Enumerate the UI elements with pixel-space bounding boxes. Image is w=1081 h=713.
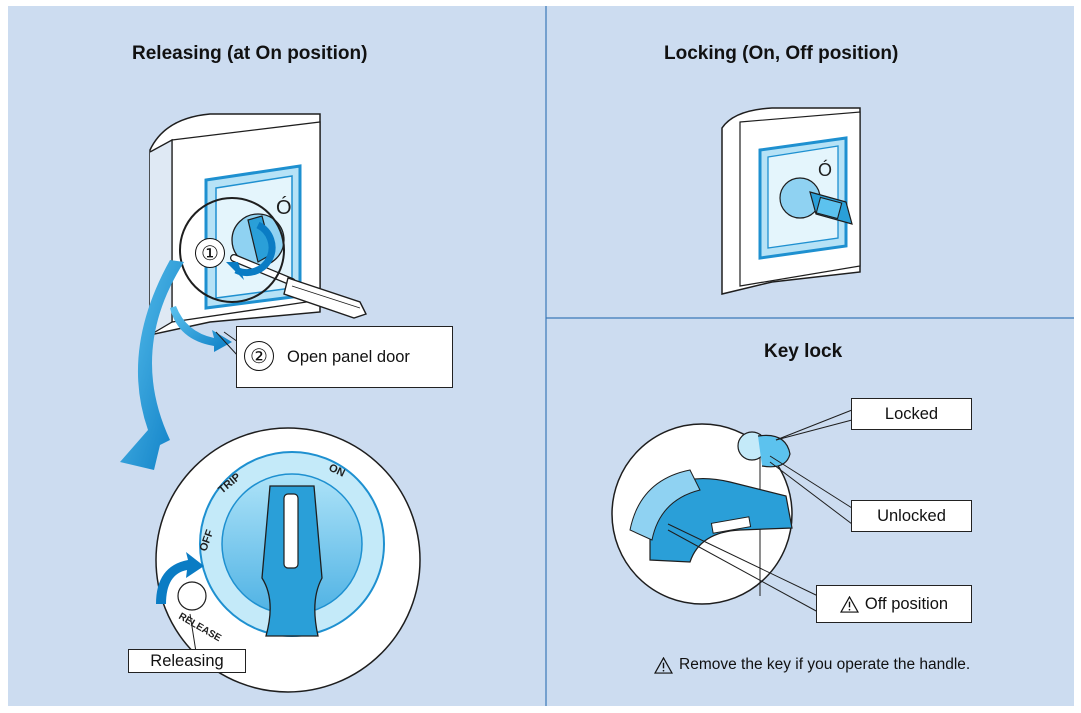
- locked-label: Locked: [884, 404, 939, 423]
- on-symbol: Ó: [276, 196, 292, 219]
- off-position-label: Off position: [864, 594, 949, 613]
- unlocked-label: Unlocked: [877, 506, 946, 525]
- warning-triangle-icon: [654, 656, 673, 674]
- big-down-arrow-icon: [120, 260, 184, 470]
- releasing-panel-illustration: Ó OFF TRIP ON RELEASE: [120, 113, 421, 693]
- keylock-handle-slot: [710, 516, 752, 534]
- remove-key-note: Remove the key if you operate the handle…: [654, 656, 970, 674]
- releasing-label: Releasing: [150, 651, 224, 670]
- locking-panel-illustration: Ó: [721, 107, 861, 295]
- leader-open-door: [215, 331, 239, 357]
- zoom-circle: [179, 197, 285, 303]
- open-panel-door-label: Open panel door: [287, 347, 410, 366]
- lock-on-symbol: Ó: [818, 159, 832, 180]
- release-arrow-icon: [156, 552, 204, 604]
- leader-releasing: [189, 613, 197, 653]
- keylock-dial-ring: [629, 469, 701, 541]
- locking-title: Locking (On, Off position): [664, 43, 899, 64]
- off-position-callout: Off position: [816, 585, 972, 623]
- rotate-arrow-head: [226, 262, 244, 280]
- swing-arrow-icon: [170, 306, 232, 352]
- step-2-marker: ②: [244, 341, 274, 371]
- keylock-illustration: [611, 409, 853, 613]
- releasing-title: Releasing (at On position): [132, 43, 368, 64]
- leader-locked: [775, 409, 853, 441]
- remove-key-text: Remove the key if you operate the handle…: [679, 656, 971, 673]
- leader-off-position-2: [667, 529, 819, 613]
- dial-handle-slot: [283, 493, 299, 569]
- leader-off-position: [667, 523, 819, 597]
- leader-unlocked-2: [769, 461, 853, 525]
- leader-open-door-2: [223, 331, 239, 343]
- release-screw: [177, 581, 207, 611]
- rotate-arrow-icon: [234, 221, 276, 277]
- keylock-title: Key lock: [764, 341, 843, 362]
- warning-triangle-icon: [839, 595, 859, 613]
- leader-unlocked: [769, 455, 853, 509]
- step-1-marker: ①: [195, 238, 225, 268]
- releasing-callout: Releasing: [128, 649, 246, 673]
- unlocked-callout: Unlocked: [851, 500, 972, 532]
- locked-callout: Locked: [851, 398, 972, 430]
- key-icon: [757, 434, 791, 468]
- padlock-shape: [815, 196, 843, 220]
- leader-locked-2: [775, 419, 853, 441]
